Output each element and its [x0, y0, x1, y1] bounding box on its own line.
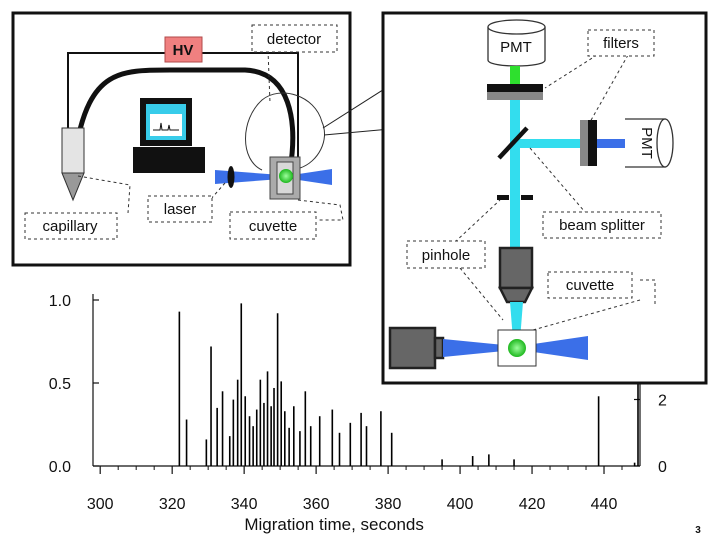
blue-beam-to-pmt [597, 139, 625, 148]
pmt-top-cap [487, 19, 546, 35]
cuvette-right-bracket [640, 279, 656, 305]
cuvette-right-label-box [547, 271, 633, 299]
y-tick-label-left: 1.0 [49, 293, 71, 310]
filter-side-gray [580, 120, 588, 166]
cuvette-leader [297, 199, 344, 221]
x-tick-label: 400 [447, 496, 474, 513]
y-tick-label-left: 0.0 [49, 459, 71, 476]
detector-bubble [245, 92, 325, 171]
filter-top-base [487, 92, 543, 100]
beam-splitter [497, 126, 529, 160]
laser-source [388, 326, 437, 370]
page-number: 3 [695, 525, 701, 536]
cuvette-right-label: cuvette [566, 277, 614, 294]
fluorescence-glow-small [279, 169, 293, 183]
x-axis-label: Migration time, seconds [244, 515, 424, 534]
x-tick-label: 380 [375, 496, 402, 513]
y-tick-label-right: 0 [658, 459, 667, 476]
x-tick-label: 360 [303, 496, 330, 513]
objective-body [498, 246, 534, 290]
collection-beam-vertical [510, 100, 520, 250]
filters-label-box [587, 29, 655, 57]
x-tick-label: 440 [591, 496, 618, 513]
beam-splitter-leader [529, 147, 586, 213]
pinhole-right [521, 195, 533, 200]
filter-top [487, 84, 543, 92]
pinhole-leader [454, 199, 501, 243]
electropherogram-chart: 0.00.51.0024300320340360380400420440Migr… [49, 293, 667, 534]
pmt-side-label: PMT [638, 127, 655, 159]
capillary-vial [61, 127, 85, 174]
hv-label: HV [173, 42, 194, 59]
pinhole-label: pinhole [422, 247, 470, 264]
excitation-beam-right [520, 336, 588, 360]
capillary-vial-tip [61, 172, 85, 202]
x-tick-label: 420 [519, 496, 546, 513]
excitation-beam-left [443, 339, 514, 357]
filters-leader-2 [589, 54, 629, 123]
filters-label: filters [603, 35, 639, 52]
beam-splitter-label: beam splitter [559, 217, 645, 234]
beam-splitter-label-box [542, 211, 662, 239]
detector-label-box [251, 24, 338, 53]
optics-panel [381, 11, 708, 385]
cuvette-right-leader [532, 299, 641, 331]
fluorescence-glow-large [508, 339, 526, 357]
laser-label-box [147, 195, 213, 223]
pinhole-label-box [406, 240, 486, 269]
detector-label: detector [267, 31, 321, 48]
y-tick-label-right: 2 [658, 393, 667, 410]
pmt-top-label: PMT [500, 39, 532, 56]
hv-wire [67, 52, 299, 160]
pinhole-left [497, 195, 509, 200]
x-tick-label: 320 [159, 496, 186, 513]
laser-beam-right [292, 169, 332, 185]
x-tick-label: 300 [87, 496, 114, 513]
detector-leader [267, 49, 271, 104]
pinhole-leader-2 [459, 267, 504, 321]
laser-leader [209, 182, 226, 201]
laser-lens [227, 166, 235, 188]
x-tick-label: 340 [231, 496, 258, 513]
pmt-side-cap [656, 118, 674, 168]
laser-source-aperture [433, 336, 445, 360]
pmt-top-body [487, 27, 546, 67]
capillary-tube [73, 67, 296, 171]
computer-base [133, 147, 205, 173]
filter-side-black [588, 120, 597, 166]
collection-beam-horizontal [515, 139, 580, 148]
computer-screen-inner [150, 114, 182, 136]
y-tick-label-left: 0.5 [49, 376, 71, 393]
hv-box [164, 36, 203, 63]
fluorescence-beam-green [510, 66, 520, 86]
laser-label: laser [164, 201, 197, 218]
objective-tip [497, 286, 535, 304]
cuvette-left-label-box [229, 211, 317, 240]
capillary-label: capillary [42, 218, 98, 235]
filters-leader [544, 54, 598, 89]
capillary-label-box [24, 212, 118, 240]
screen-trace [153, 122, 179, 131]
cuvette-left-label: cuvette [249, 218, 297, 235]
